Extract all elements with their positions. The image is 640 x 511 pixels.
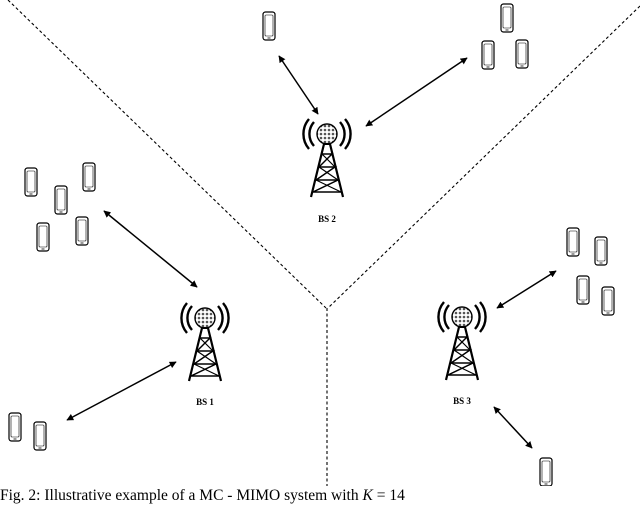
caption-variable: K [362, 487, 373, 504]
phone-icon [54, 185, 68, 215]
bs3-label: BS 3 [453, 396, 471, 406]
sector-boundaries [7, 0, 640, 486]
link-bs2-group [365, 57, 468, 127]
phone-icon [601, 286, 615, 316]
link-bs3-group [496, 270, 557, 309]
figure-caption: Fig. 2: Illustrative example of a MC - M… [0, 486, 640, 511]
user-devices [8, 3, 615, 486]
link-bs1-group [103, 210, 198, 288]
phone-icon [262, 11, 276, 41]
phone-icon [576, 275, 590, 305]
link-bs3-single [493, 406, 533, 449]
phone-icon [515, 39, 529, 69]
phone-icon [24, 167, 38, 197]
phone-icon [75, 216, 89, 246]
phone-icon [539, 457, 553, 486]
base-station-2: BS 2 [302, 117, 352, 224]
links [66, 55, 557, 449]
phone-icon [8, 412, 22, 442]
bs2-label: BS 2 [318, 214, 336, 224]
network-diagram: BS 2 BS 1 BS 3 [7, 0, 640, 486]
phone-icon [33, 421, 47, 451]
phone-icon [481, 40, 495, 70]
tower-icon [302, 117, 352, 199]
phone-icon [566, 227, 580, 257]
boundary-left [7, 0, 327, 309]
link-bs1-pair [66, 361, 177, 421]
base-station-1: BS 1 [180, 301, 230, 407]
bs1-label: BS 1 [196, 397, 214, 407]
boundary-right [327, 5, 640, 309]
link-bs2-single [278, 55, 319, 115]
caption-text: Fig. 2: Illustrative example of a MC - M… [0, 487, 363, 504]
phone-icon [500, 3, 514, 33]
caption-suffix: = 14 [372, 487, 405, 504]
phone-icon [36, 222, 50, 252]
base-station-3: BS 3 [437, 300, 487, 406]
tower-icon [180, 301, 230, 383]
tower-icon [437, 300, 487, 382]
phone-icon [594, 236, 608, 266]
phone-icon [82, 162, 96, 192]
